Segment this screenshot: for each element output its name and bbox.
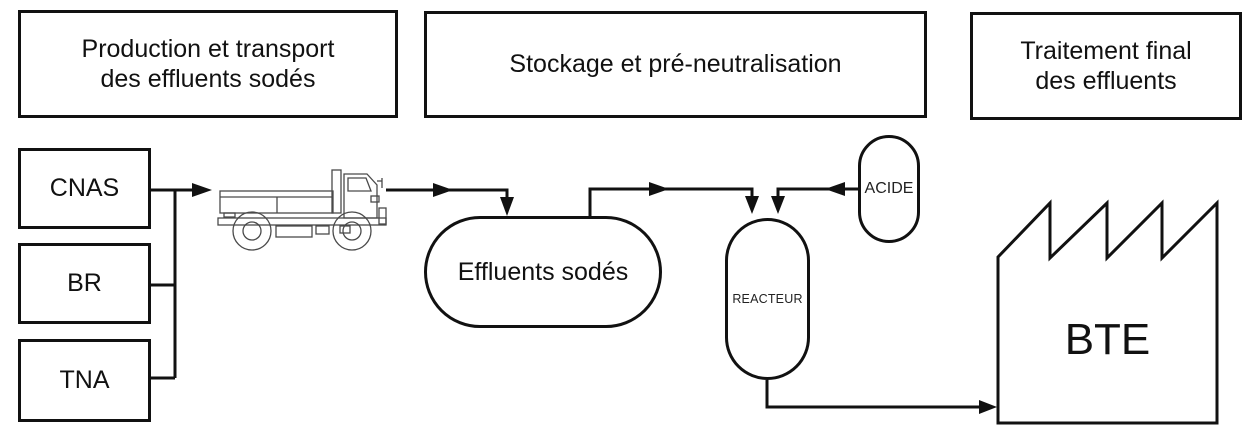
- factory-icon: [996, 199, 1219, 425]
- line-acid-to-reactor: [776, 187, 858, 198]
- stage-header-stockage: Stockage et pré-neutralisation: [424, 11, 927, 118]
- truck-front-wheel: [332, 211, 372, 251]
- truck-step: [339, 225, 351, 234]
- arrow-down-into-tank: [500, 197, 514, 216]
- source-label: CNAS: [49, 174, 120, 202]
- stage-header-traitement: Traitement final des effluents: [970, 12, 1242, 120]
- truck-bed-latch: [223, 212, 236, 218]
- source-label: BR: [67, 269, 102, 297]
- truck-front-hub: [342, 221, 362, 241]
- arrow-down-into-reactor-left: [745, 196, 759, 214]
- arrow-into-truck: [192, 183, 212, 197]
- acid-tank: ACIDE: [858, 135, 920, 243]
- arrow-tank-to-reactor: [649, 182, 669, 196]
- truck-window: [347, 177, 372, 192]
- truck-fuel-tank: [275, 225, 313, 238]
- arrow-into-plant: [979, 400, 997, 414]
- plant-label-text: BTE: [1064, 315, 1151, 364]
- storage-tank: Effluents sodés: [424, 216, 662, 328]
- stage-header-line: Stockage et pré-neutralisation: [509, 50, 842, 79]
- line-truck-to-tank: [386, 188, 509, 198]
- truck-toolbox: [315, 225, 330, 235]
- arrow-down-into-reactor-right: [771, 196, 785, 214]
- line-reactor-to-plant: [765, 380, 981, 409]
- truck-rear-wheel: [232, 211, 272, 251]
- truck-icon: [217, 169, 387, 251]
- acid-tank-label: ACIDE: [864, 180, 914, 197]
- stage-header-production: Production et transport des effluents so…: [18, 10, 398, 118]
- truck-bumper: [378, 207, 387, 225]
- storage-tank-label: Effluents sodés: [457, 257, 629, 286]
- truck-rear-hub: [242, 221, 262, 241]
- treatment-plant-label: BTE: [998, 302, 1217, 378]
- truck-chassis: [217, 217, 387, 226]
- truck-grille: [370, 195, 380, 203]
- source-box-cnas: CNAS: [18, 148, 151, 229]
- stage-header-line: des effluents sodés: [100, 65, 316, 93]
- arrow-acid-to-reactor: [825, 182, 845, 196]
- line-tank-to-reactor: [588, 187, 754, 217]
- stage-header-line: des effluents: [1035, 67, 1177, 95]
- source-label: TNA: [59, 366, 110, 394]
- factory-outline: [996, 199, 1219, 425]
- stage-header-line: Production et transport: [81, 34, 335, 63]
- truck-headboard: [331, 169, 342, 214]
- stage-header-line: Traitement final: [1020, 36, 1192, 65]
- arrowheads: [192, 182, 997, 414]
- reactor-vessel: REACTEUR: [725, 218, 810, 380]
- arrow-truck-to-tank: [433, 183, 453, 197]
- source-box-br: BR: [18, 243, 151, 324]
- source-box-tna: TNA: [18, 339, 151, 422]
- reactor-label: REACTEUR: [732, 292, 803, 306]
